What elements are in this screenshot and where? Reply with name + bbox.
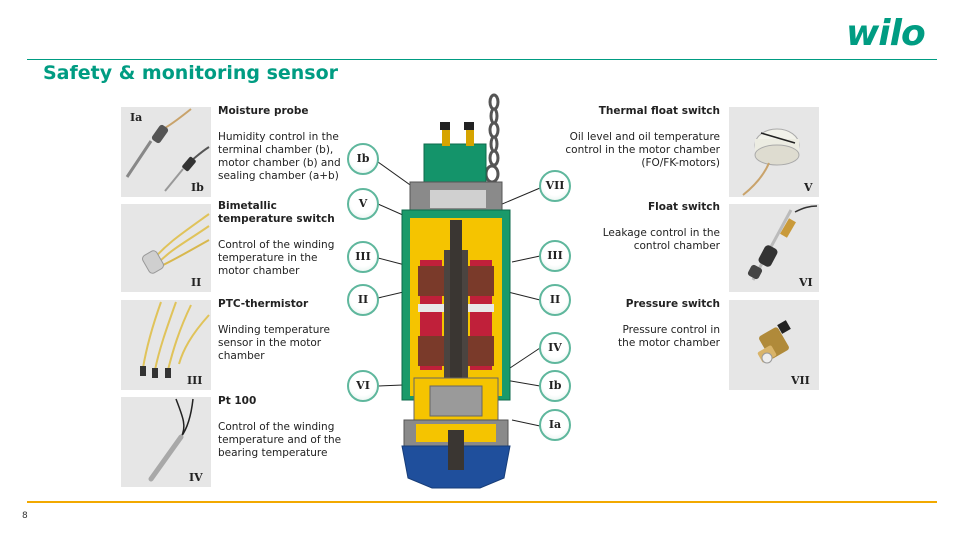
sensor-heading: Bimetallic temperature switch	[218, 200, 335, 225]
thermal-float-switch-image	[742, 128, 800, 196]
sensor-tag: II	[191, 276, 202, 289]
callout-iii-right: III	[539, 240, 571, 272]
photo-pt100: IV	[121, 397, 211, 487]
callout-v: V	[347, 188, 379, 220]
desc-moisture-probe: Moisture probe Humidity control in the t…	[218, 105, 358, 183]
bimetallic-switch-image	[142, 213, 210, 274]
sensor-tag: III	[187, 374, 203, 387]
desc-float-switch: Float switch Leakage control in the cont…	[548, 201, 720, 253]
desc-pt100: Pt 100 Control of the winding temperatur…	[218, 395, 358, 460]
sensor-tag: VI	[799, 276, 813, 289]
desc-pressure-switch: Pressure switch Pressure control in the …	[548, 298, 720, 350]
header-divider	[27, 59, 937, 60]
sensor-tag: VII	[791, 374, 810, 387]
callout-vii: VII	[539, 170, 571, 202]
sensor-description: Pressure control in the motor chamber	[618, 324, 720, 349]
wilo-logo: wilo	[846, 13, 926, 54]
callout-ia: Ia	[539, 409, 571, 441]
photo-bimetallic-switch: II	[121, 204, 211, 292]
desc-ptc-thermistor: PTC-thermistor Winding temperature senso…	[218, 298, 358, 363]
callout-ib: Ib	[347, 143, 379, 175]
photo-pressure-switch: VII	[729, 300, 819, 390]
float-switch-image	[747, 205, 818, 281]
callout-iv: IV	[539, 332, 571, 364]
callout-ib-right: Ib	[539, 370, 571, 402]
sensor-heading: PTC-thermistor	[218, 298, 309, 310]
sensor-heading: Pt 100	[218, 395, 257, 407]
photo-moisture-probe: Ia Ib	[121, 107, 211, 197]
pump-cross-section	[401, 93, 511, 489]
photo-ptc-thermistor: III	[121, 300, 211, 390]
pressure-switch-image	[757, 320, 791, 364]
sensor-tag: IV	[189, 471, 203, 484]
sensor-description: Leakage control in the control chamber	[602, 227, 720, 252]
sensor-heading: Pressure switch	[625, 298, 720, 310]
sensor-description: Control of the winding temperature in th…	[218, 239, 335, 277]
sensor-description: Humidity control in the terminal chamber…	[218, 131, 341, 182]
page-title: Safety & monitoring sensor	[43, 62, 339, 84]
photo-thermal-float-switch: V	[729, 107, 819, 197]
sensor-description: Winding temperature sensor in the motor …	[218, 324, 330, 362]
callout-ii-right: II	[539, 284, 571, 316]
sensor-description: Oil level and oil temperature control in…	[565, 131, 720, 169]
callout-iii: III	[347, 241, 379, 273]
sensor-tag: Ia	[130, 111, 143, 124]
footer-divider	[27, 501, 937, 503]
moisture-probe-image	[125, 108, 210, 192]
sensor-heading: Moisture probe	[218, 105, 309, 117]
page-number: 8	[22, 511, 28, 521]
desc-thermal-float-switch: Thermal float switch Oil level and oil t…	[548, 105, 720, 170]
sensor-heading: Float switch	[647, 201, 720, 213]
sensor-heading: Thermal float switch	[598, 105, 720, 117]
sensor-tag: Ib	[191, 181, 204, 194]
sensor-description: Control of the winding temperature and o…	[218, 421, 342, 459]
pt100-image	[148, 398, 194, 482]
sensor-tag: V	[804, 181, 813, 194]
callout-ii: II	[347, 284, 379, 316]
ptc-thermistor-image	[140, 301, 210, 378]
callout-vi: VI	[347, 370, 379, 402]
photo-float-switch: VI	[729, 204, 819, 292]
desc-bimetallic-switch: Bimetallic temperature switch Control of…	[218, 200, 358, 278]
